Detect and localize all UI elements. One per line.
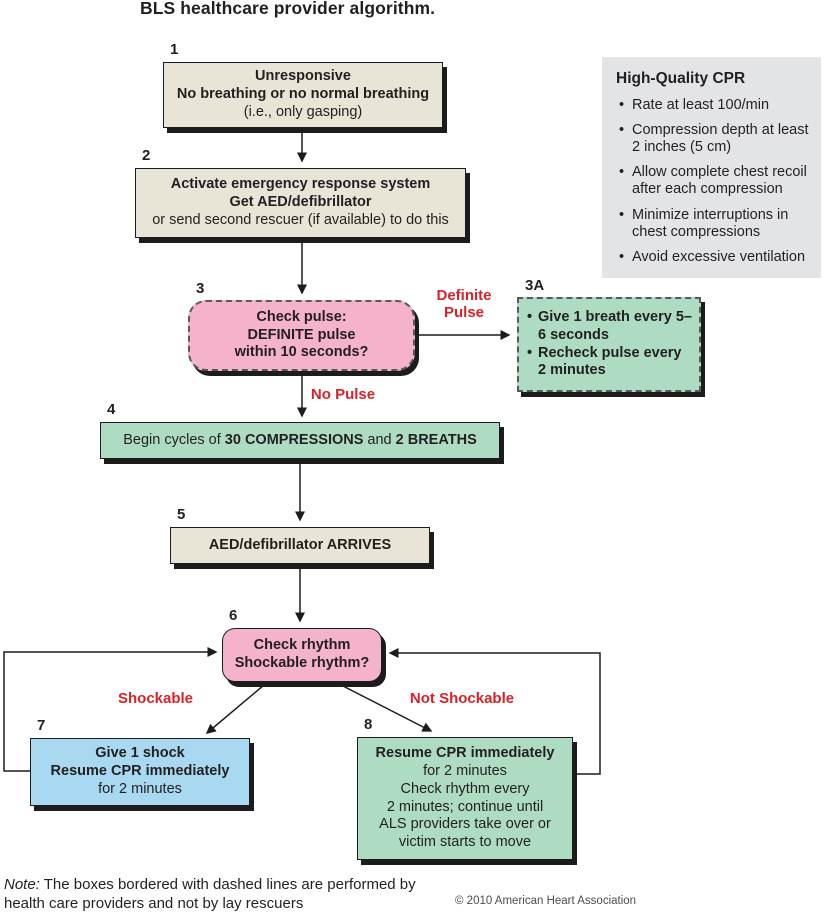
node-begin-cycles: 4 Begin cycles of 30 COMPRESSIONS and 2 …: [100, 401, 500, 459]
arrow-6-8: [340, 684, 433, 732]
loop-8-6: [388, 648, 601, 775]
node-number: 5: [177, 506, 186, 523]
label-no-pulse: No Pulse: [310, 386, 376, 403]
node-number: 8: [364, 716, 373, 733]
node-number: 3: [196, 280, 205, 297]
footnote-prefix: Note:: [4, 876, 40, 893]
loop-7-6: [3, 647, 218, 772]
label-not-shockable: Not Shockable: [409, 690, 515, 707]
node-number: 6: [229, 607, 238, 624]
node-number: 3A: [525, 277, 545, 294]
arrow-6-7: [205, 684, 265, 734]
label-shockable: Shockable: [117, 690, 194, 707]
copyright-line: © 2010 American Heart Association: [455, 895, 637, 907]
footnote-text: The boxes bordered with dashed lines are…: [4, 876, 416, 912]
node-number: 1: [170, 41, 179, 58]
node-text: Begin cycles of 30 COMPRESSIONS and 2 BR…: [123, 431, 477, 448]
node-text: Give 1 breath every 5–6 secondsRecheck p…: [525, 309, 693, 381]
high-quality-cpr-panel: High-Quality CPR Rate at least 100/minCo…: [602, 57, 821, 278]
node-number: 2: [142, 147, 151, 164]
node-number: 7: [37, 717, 46, 734]
cpr-panel-title: High-Quality CPR: [616, 70, 746, 87]
node-rescue-breathing: 3A Give 1 breath every 5–6 secondsRechec…: [517, 277, 701, 392]
node-number: 4: [107, 401, 116, 418]
page-title: BLS healthcare provider algorithm.: [140, 0, 436, 18]
label-definite-pulse: Definite Pulse: [436, 287, 492, 322]
node-aed-arrives: 5 AED/defibrillator ARRIVES: [170, 506, 430, 564]
cpr-bullet-list: Rate at least 100/minCompression depth a…: [616, 97, 809, 266]
footnote: Note: The boxes bordered with dashed lin…: [4, 876, 424, 914]
node-text: AED/defibrillator ARRIVES: [208, 536, 392, 553]
